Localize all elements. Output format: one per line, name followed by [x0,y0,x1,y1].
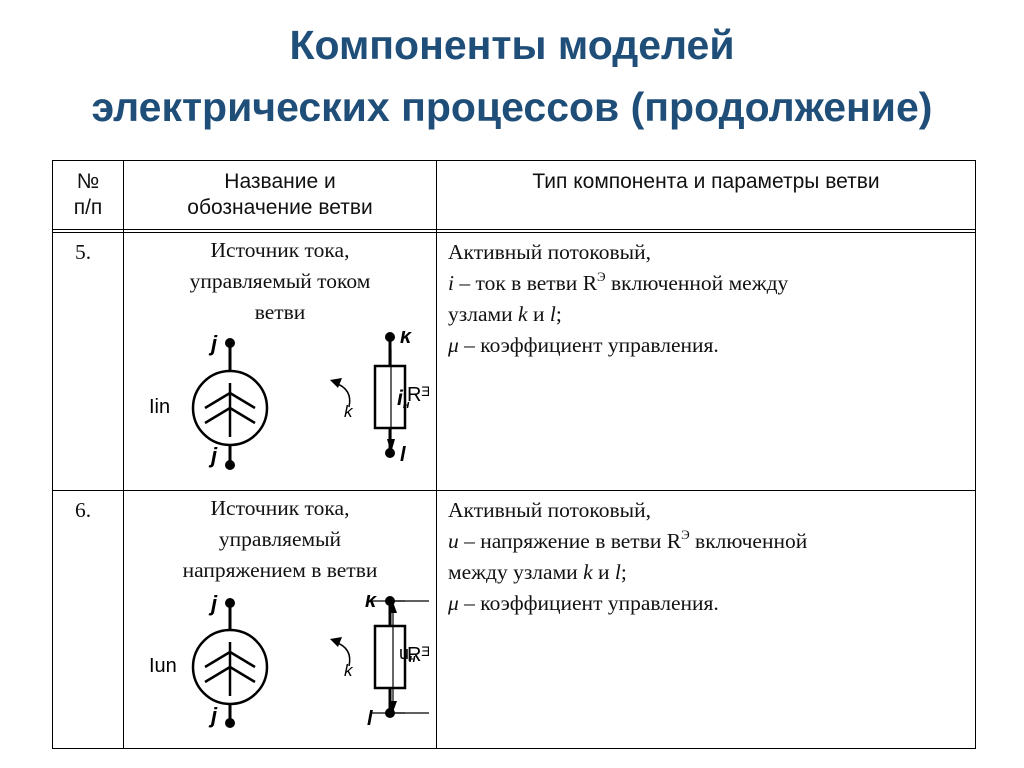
components-table: № п/п Название и обозначение ветви Тип к… [52,160,976,749]
row-5-superscript: Э [597,269,606,284]
row-6-name-line-1: Источник тока, [210,496,350,520]
row-5-node-l: l [549,302,556,326]
node-top-right-dot [385,332,395,342]
row-6-type-title: Активный потоковый, [448,498,651,522]
row-6-type-line-2: u – напряжение в ветви RЭ включенной [448,526,807,557]
node-bottom-left-label: j [208,443,218,468]
row-6-name: Источник тока, управляемый напряжением в… [124,493,436,586]
node-bottom-right-label: l [367,708,373,730]
voltage-label-main: u [399,643,409,663]
row-6-voltage-marker: uн [371,600,416,714]
column-divider-1 [123,161,124,748]
header-type-text: Тип компонента и параметры ветви [532,170,880,193]
row-6-type-line-3: между узлами k и l; [448,557,807,588]
row-5-name-line-1: Источник тока, [210,238,350,262]
resistor-label: Rᴲ [407,384,429,406]
header-divider [53,229,975,230]
header-name-line-2: обозначение ветви [187,196,373,219]
row-6-and: и [592,560,615,584]
control-arrow-label: k [344,661,354,680]
source-label: Iun [149,655,177,677]
current-label: iн [397,387,410,411]
row-6-line2-text: – напряжение в ветви R [458,529,682,553]
source-arrow-head-1 [204,391,256,410]
row-6-line2-tail: включенной [689,529,808,553]
voltage-label-sub: н [409,653,416,665]
row-5-type-line-3: узлами k и l; [448,299,788,330]
row-5-line2-tail: включенной между [605,271,789,295]
title-line-1: Компоненты моделей [289,22,735,68]
row-5-mu: μ [448,333,459,357]
control-arrow-label: k [344,402,354,421]
header-number: № п/п [53,169,123,221]
row-5-variable: i [448,271,454,295]
current-label-main: i [397,387,404,410]
resistor-label: Rᴲ [407,644,429,666]
slide-title: Компоненты моделей электрических процесс… [0,14,1024,138]
row-5-name-line-2: управляемый током [189,269,371,293]
node-bottom-left-label: j [208,703,218,728]
header-number-line-2: п/п [73,196,103,219]
voltage-arrow-head-top [389,602,397,613]
current-arrow-head [387,439,395,453]
row-6-number: 6. [75,498,92,522]
row-5-circuit-diagram: j j Iin k k l Rᴲ [149,331,429,470]
row-6-node-l: l [614,560,621,584]
row-6-variable: u [448,529,459,553]
row-5-current-marker: iн [387,349,410,453]
row-divider [53,490,975,491]
node-bottom-right-dot [385,448,395,458]
voltage-arrow-head-bottom [389,701,397,712]
row-6-type: Активный потоковый, u – напряжение в вет… [448,495,807,619]
row-5-type-title: Активный потоковый, [448,240,651,264]
header-name: Название и обозначение ветви [124,169,436,221]
row-6-node-k: k [583,560,593,584]
row-6-superscript: Э [681,527,690,542]
row-5-type-line-4: μ – коэффициент управления. [448,330,788,361]
node-top-left-label: j [208,595,218,616]
title-line-2: электрических процессов (продолжение) [91,84,933,130]
row-6-semicolon: ; [620,560,627,584]
row-6-mu: μ [448,591,459,615]
row-6-type-line-4: μ – коэффициент управления. [448,588,807,619]
control-arrow-head [330,637,342,647]
source-arrow-head-2 [204,665,256,684]
row-5-number: 5. [75,240,92,264]
node-bottom-left-dot [225,718,235,728]
voltage-label: uн [399,643,416,665]
column-divider-2 [436,161,437,748]
row-5-name: Источник тока, управляемый током ветви [124,235,436,328]
row-5-coef-text: – коэффициент управления. [458,333,719,357]
row-5-type: Активный потоковый, i – ток в ветви RЭ в… [448,237,788,361]
header-divider-double [53,232,975,233]
row-5-type-line-2: i – ток в ветви RЭ включенной между [448,268,788,299]
row-5-line3-text: узлами [448,302,519,326]
row-5-semicolon: ; [555,302,562,326]
row-5-name-line-3: ветви [254,300,306,324]
header-type: Тип компонента и параметры ветви [437,169,975,195]
row-5-node-k: k [518,302,528,326]
source-arrow-head-2 [204,406,256,425]
node-bottom-right-label: l [400,444,406,466]
current-label-sub: н [403,399,410,411]
source-label: Iin [149,396,170,418]
control-arrow-head [330,378,342,388]
source-arrow-head-1 [204,650,256,669]
header-name-line-1: Название и [224,170,336,193]
row-6-name-line-3: напряжением в ветви [182,558,378,582]
node-top-right-label: k [400,331,412,348]
row-6-coef-text: – коэффициент управления. [458,591,719,615]
node-top-left-label: j [208,331,218,356]
node-top-left-dot [225,598,235,608]
row-5-and: и [527,302,550,326]
row-6-name-line-2: управляемый [218,527,342,551]
node-top-right-label: k [365,595,377,612]
node-top-left-dot [225,338,235,348]
node-bottom-left-dot [225,460,235,470]
row-5-line2-text: – ток в ветви R [453,271,598,295]
header-number-line-1: № [76,170,100,193]
row-6-line3-text: между узлами [448,560,584,584]
